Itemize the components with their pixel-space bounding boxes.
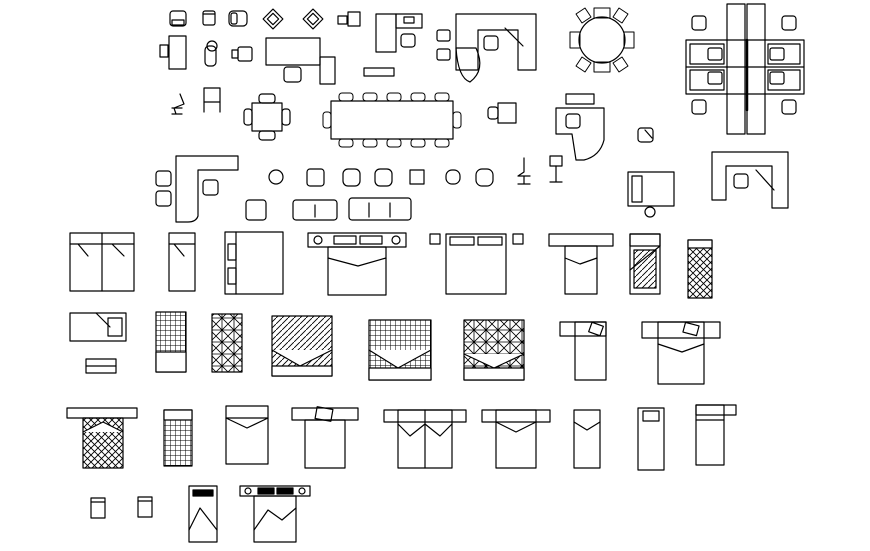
single-bed-6 — [189, 486, 217, 542]
double-bed-3 — [226, 406, 268, 464]
queen-bed-2 — [430, 234, 523, 294]
double-bed-hatched-3 — [464, 320, 524, 380]
armchair-block-1 — [170, 11, 186, 26]
armchair-block-2 — [229, 11, 247, 26]
double-bed-hatched-nightstands — [67, 408, 137, 468]
twin-bed-joined — [384, 410, 466, 468]
single-bed-4 — [638, 408, 664, 470]
twin-beds-pair — [70, 233, 134, 291]
double-bed-hatched-1 — [272, 316, 332, 376]
single-bed-hatched-1 — [630, 234, 660, 294]
double-bed-5 — [482, 410, 550, 468]
office-l-desk-block — [437, 14, 536, 82]
l-desk-with-chairs — [156, 156, 238, 222]
task-chair-block — [232, 47, 252, 61]
single-bed-hatched-4 — [212, 314, 242, 372]
chair-row-blocks — [269, 169, 493, 186]
single-bed-nightstand-2 — [560, 322, 606, 380]
double-bed-nightstands-2 — [240, 486, 310, 542]
double-bed-hatched-2 — [369, 320, 431, 380]
single-bed-5 — [696, 405, 736, 465]
lounge-chair-rotated-1 — [263, 9, 283, 29]
single-bed-nightstands — [549, 234, 613, 294]
chair-pair-block — [338, 12, 360, 26]
double-bed-4 — [292, 407, 358, 468]
office-chair-side-1 — [172, 94, 184, 114]
side-table-block — [160, 36, 186, 69]
chair-block-1 — [203, 11, 215, 25]
single-bed-hatched-3 — [156, 312, 186, 372]
single-bed-hatched-2 — [688, 240, 712, 298]
chair-with-side-table — [488, 103, 516, 123]
office-corner-desk-2 — [712, 152, 788, 208]
round-table-10-seats — [570, 8, 634, 72]
office-chair-side-3 — [518, 158, 530, 184]
square-table-4-seats — [244, 94, 290, 140]
nightstand-2 — [138, 497, 152, 517]
single-bed-2 — [70, 313, 126, 373]
nightstand-1 — [91, 498, 105, 518]
sofa-row — [246, 198, 411, 220]
queen-bed-3 — [642, 322, 720, 384]
workstation-cluster-4 — [686, 4, 804, 134]
single-bed-hatched-5 — [164, 410, 192, 466]
desk-block-2 — [266, 38, 335, 84]
office-chair-side-4 — [550, 156, 562, 182]
conference-table-14-seats — [323, 93, 461, 147]
lounge-chair-rotated-2 — [303, 9, 323, 29]
chair-side-2 — [204, 88, 220, 112]
tv-desk-block — [628, 172, 674, 217]
king-bed-nightstands — [308, 233, 406, 295]
reception-desk-curved — [556, 94, 604, 160]
swivel-chair-block-1 — [205, 41, 217, 66]
desk-with-chair-block — [376, 14, 422, 52]
bed-with-nightstands-1 — [225, 232, 283, 294]
single-bed-1 — [169, 233, 195, 291]
bench-block — [364, 68, 394, 76]
armchair-small-2 — [638, 128, 653, 142]
single-bed-3 — [574, 410, 600, 468]
